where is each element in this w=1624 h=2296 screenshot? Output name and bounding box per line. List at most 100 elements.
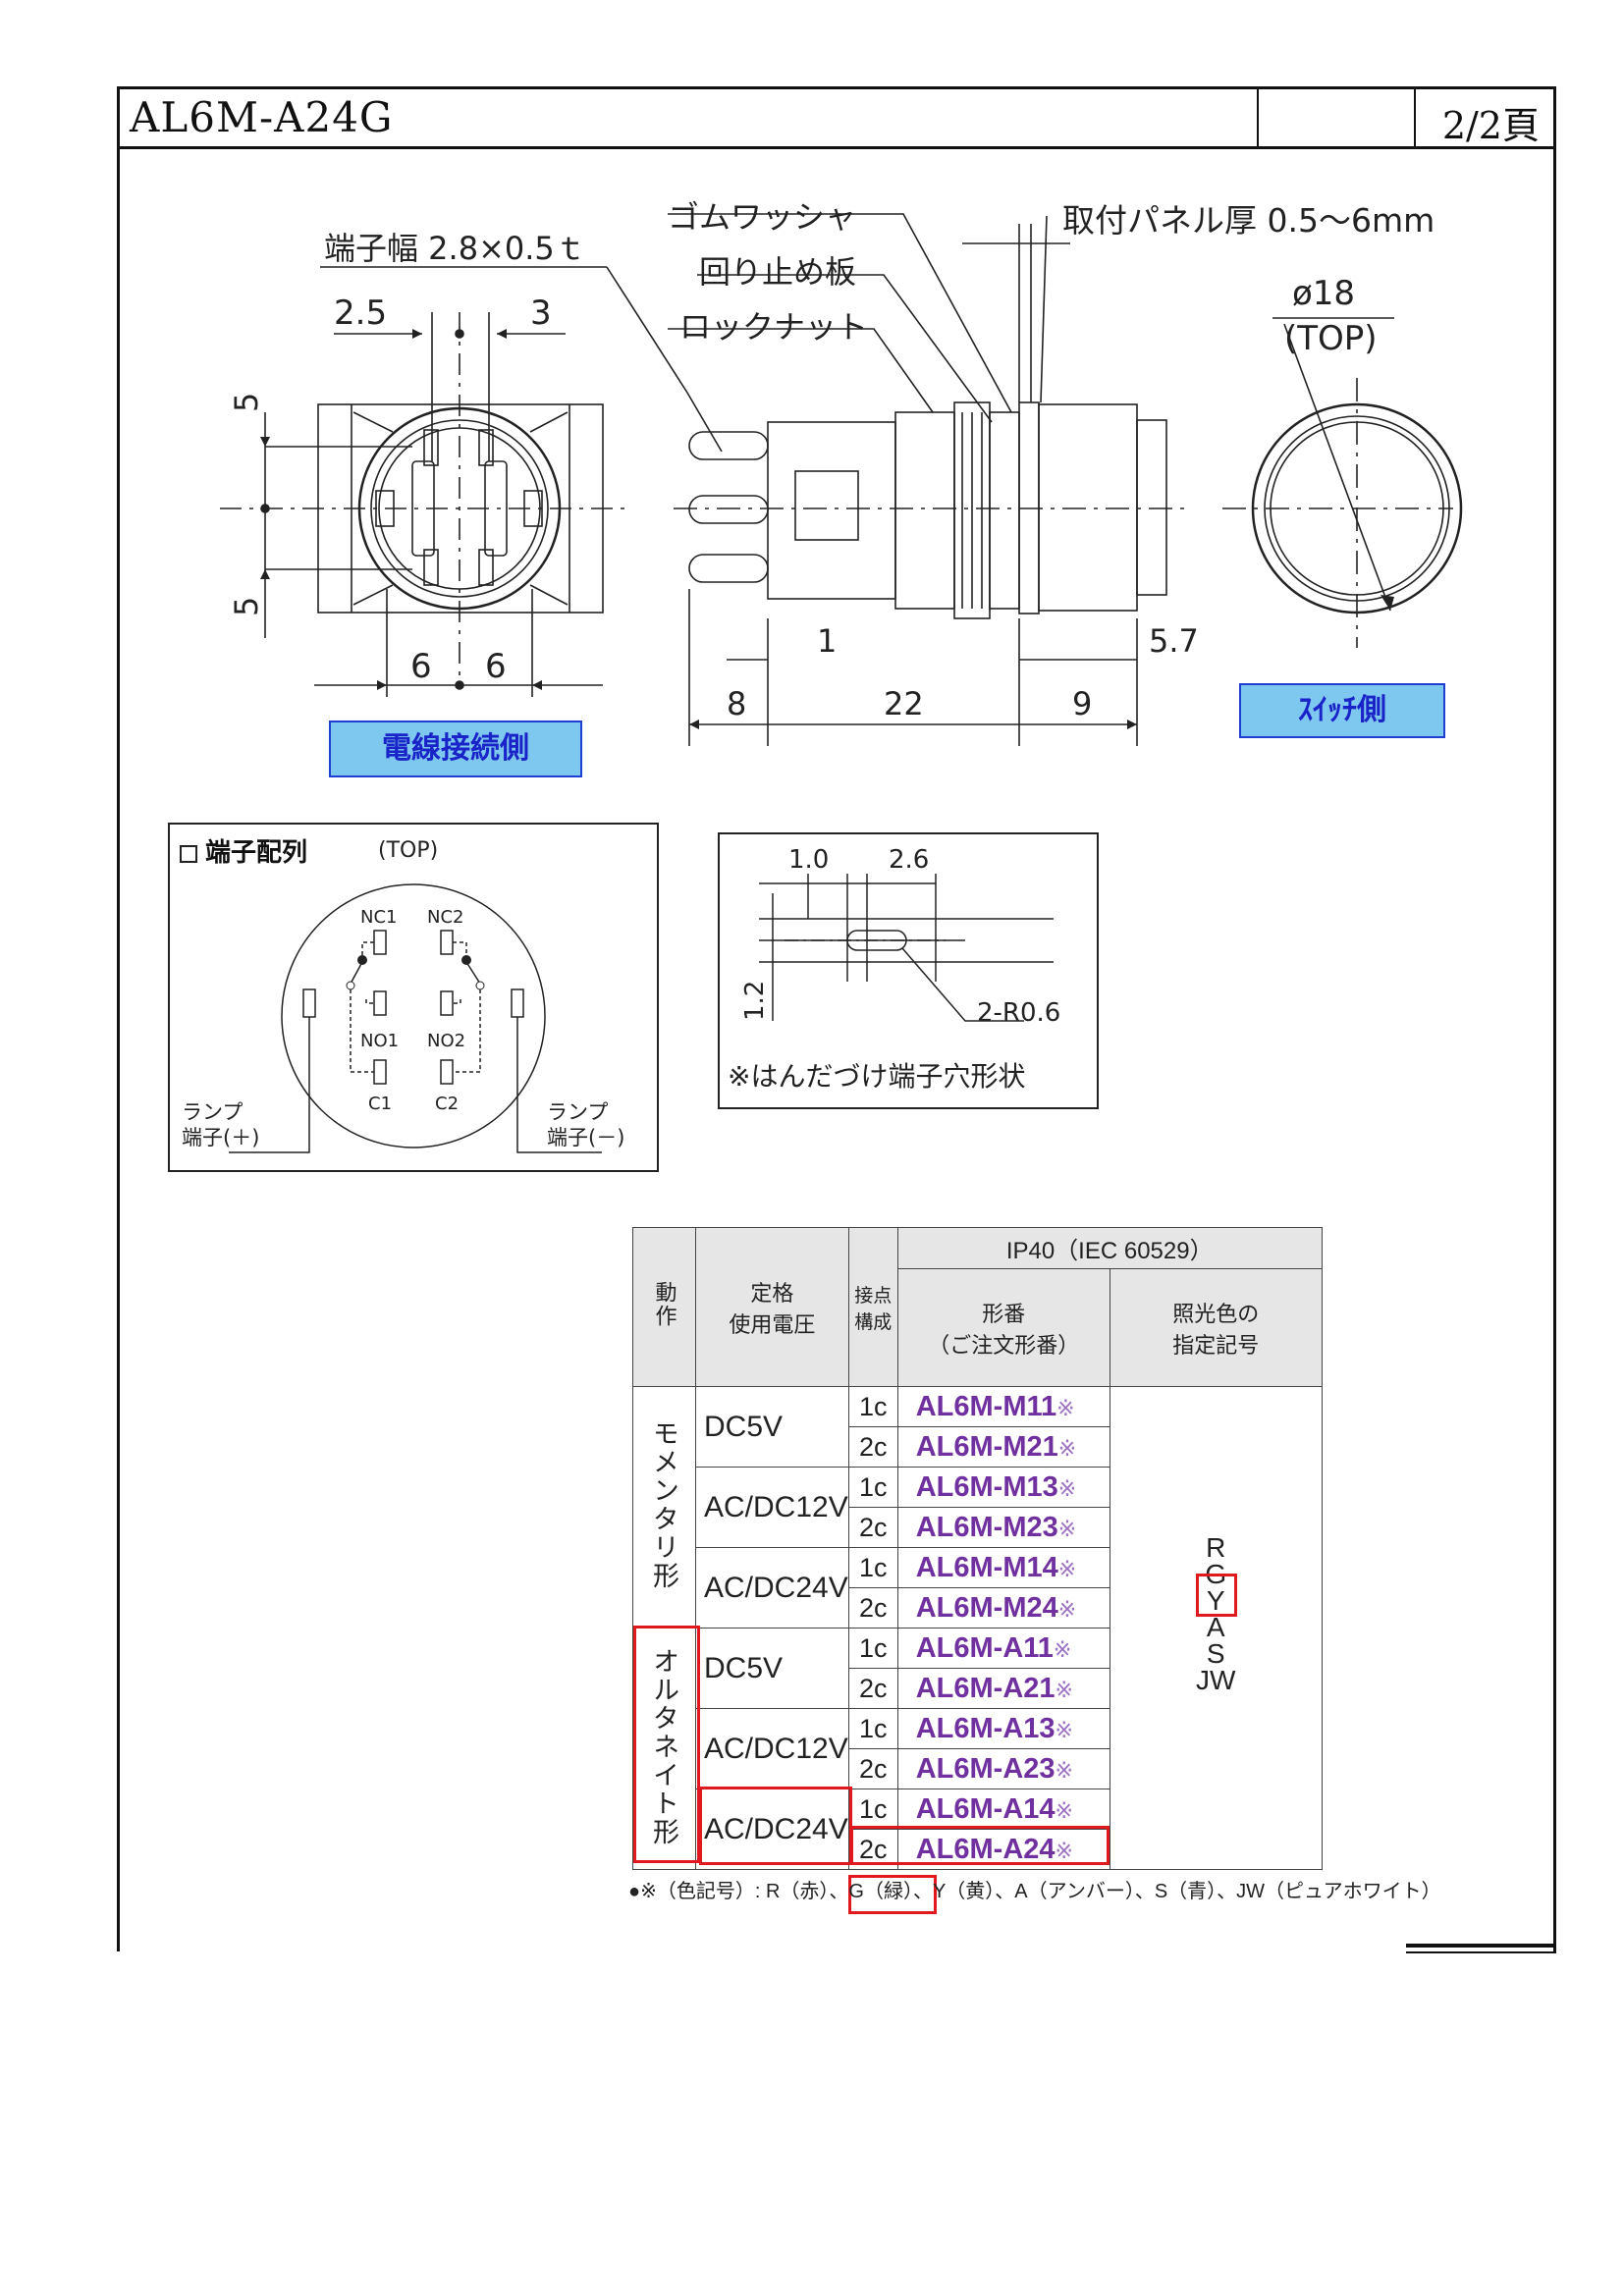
dim-8: 8 <box>727 685 746 722</box>
radius-label: 2-R0.6 <box>977 998 1060 1028</box>
no2-label: NO2 <box>427 1031 465 1051</box>
page-end-rule <box>1406 1944 1556 1948</box>
action-momentary: モメンタリ形 <box>632 1386 696 1629</box>
dim-2-6: 2.6 <box>889 845 929 875</box>
contact-cell: 1c <box>847 1547 898 1588</box>
model-cell: AL6M-M23※ <box>896 1507 1110 1548</box>
action-alternate: オルタネイト形 <box>632 1628 696 1870</box>
contact-cell: 2c <box>847 1748 898 1789</box>
model-mark: ※ <box>1057 1435 1077 1461</box>
switch-side-label: ｽｲｯﾁ側 <box>1239 683 1445 738</box>
terminal-layout-title-row: 端子配列 <box>180 832 307 869</box>
anti-rotation-label: 回り止め板 <box>699 253 856 291</box>
contact-cell: 1c <box>847 1628 898 1669</box>
model-cell: AL6M-A11※ <box>896 1628 1110 1669</box>
dim-1: 1 <box>817 622 837 660</box>
model-cell: AL6M-M13※ <box>896 1467 1110 1508</box>
spec-table-wrapper: 動作 定格使用電圧 接点構成 IP40（IEC 60529） 形番（ご注文形番）… <box>632 1227 1323 1870</box>
wire-side-label: 電線接続側 <box>329 721 582 777</box>
dim-5-top: 5 <box>228 393 265 412</box>
dim-2-5: 2.5 <box>334 294 387 333</box>
contact-cell: 1c <box>847 1467 898 1508</box>
contact-cell: 1c <box>847 1708 898 1749</box>
dim-9: 9 <box>1072 685 1092 722</box>
terminal-layout-title: 端子配列 <box>205 838 308 868</box>
terminal-width-label: 端子幅 2.8×0.5ｔ <box>324 230 586 267</box>
dim-6-left: 6 <box>410 647 432 686</box>
voltage-cell: AC/DC12V <box>695 1467 849 1548</box>
lock-nut-label: ロックナット <box>679 308 868 346</box>
model-cell: AL6M-M11※ <box>896 1386 1110 1427</box>
solder-hole-caption: ※はんだづけ端子穴形状 <box>728 1060 1025 1093</box>
contact-cell: 1c <box>847 1789 898 1830</box>
solder-hole-panel: 1.0 2.6 1.2 2-R0.6 ※はんだづけ端子穴形状 <box>718 832 1099 1109</box>
model-mark: ※ <box>1055 1677 1073 1702</box>
header-action: 動作 <box>632 1227 696 1387</box>
checkbox-square-icon <box>180 844 197 863</box>
page-header: AL6M-A24G 2/2頁 <box>117 86 1556 149</box>
model-cell: AL6M-A14※ <box>896 1789 1110 1830</box>
c1-label: C1 <box>368 1094 392 1114</box>
page-end-rule-thin <box>1406 1951 1556 1953</box>
dim-3: 3 <box>530 294 552 333</box>
highlight-voltage <box>699 1787 852 1865</box>
voltage-cell: AC/DC12V <box>695 1708 849 1789</box>
lamp-plus-line1: ランプ <box>182 1100 243 1124</box>
dim-6-right: 6 <box>485 647 507 686</box>
lamp-minus-line1: ランプ <box>547 1100 608 1124</box>
model-mark: ※ <box>1055 1797 1073 1823</box>
panel-thickness-label: 取付パネル厚 0.5～6mm <box>1062 201 1435 240</box>
terminal-layout-diagram: NC1 NC2 NO1 NO2 C1 C2 ランプ 端子(＋) ランプ 端子(－… <box>182 883 624 1153</box>
contact-cell: 2c <box>847 1507 898 1548</box>
color-code-item: R <box>1206 1532 1226 1563</box>
model-cell: AL6M-A23※ <box>896 1748 1110 1789</box>
color-code-item: A <box>1206 1612 1225 1642</box>
terminal-layout-panel: 端子配列 (TOP) NC1 NC2 <box>168 823 659 1172</box>
voltage-cell: DC5V <box>695 1386 849 1468</box>
model-mark: ※ <box>1057 1556 1077 1581</box>
dia-18: ø18 <box>1292 274 1355 313</box>
dim-5-bottom: 5 <box>228 597 265 616</box>
dim-5-7: 5.7 <box>1149 622 1199 660</box>
model-cell: AL6M-A13※ <box>896 1708 1110 1749</box>
nc1-label: NC1 <box>360 907 398 928</box>
lamp-minus-line2: 端子(－) <box>547 1126 624 1149</box>
c2-label: C2 <box>435 1094 459 1114</box>
top-label: (TOP) <box>1284 319 1378 358</box>
model-mark: ※ <box>1055 1757 1073 1783</box>
color-code-item: JW <box>1196 1665 1236 1695</box>
contact-cell: 1c <box>847 1386 898 1427</box>
highlight-alternate <box>633 1626 700 1863</box>
solder-hole-diagram: 1.0 2.6 1.2 2-R0.6 ※はんだづけ端子穴形状 <box>728 845 1060 1093</box>
model-mark: ※ <box>1053 1636 1072 1662</box>
lamp-plus-line2: 端子(＋) <box>182 1126 259 1149</box>
model-cell: AL6M-A21※ <box>896 1668 1110 1709</box>
terminal-layout-top: (TOP) <box>378 838 439 863</box>
model-mark: ※ <box>1056 1395 1075 1420</box>
voltage-cell: DC5V <box>695 1628 849 1709</box>
page-number: 2/2頁 <box>1441 104 1540 147</box>
dim-1-0: 1.0 <box>788 845 829 875</box>
header-voltage: 定格使用電圧 <box>695 1227 849 1387</box>
model-mark: ※ <box>1055 1838 1073 1863</box>
color-code-note: ●※（色記号）: R（赤）、G（緑）、Y（黄）、A（アンバー）、S（青）、JW（… <box>628 1881 1441 1902</box>
color-code-item: S <box>1206 1638 1225 1669</box>
model-cell: AL6M-M21※ <box>896 1426 1110 1468</box>
header-model: 形番（ご注文形番） <box>896 1268 1110 1387</box>
contact-cell: 2c <box>847 1668 898 1709</box>
model-mark: ※ <box>1057 1596 1077 1622</box>
voltage-cell: AC/DC24V <box>695 1789 849 1870</box>
header-ip: IP40（IEC 60529） <box>896 1227 1323 1269</box>
model-cell: AL6M-M24※ <box>896 1587 1110 1629</box>
model-title: AL6M-A24G <box>130 93 394 141</box>
header-contact: 接点構成 <box>847 1227 898 1387</box>
contact-cell: 2c <box>847 1587 898 1629</box>
highlight-color-g <box>1196 1574 1237 1617</box>
model-mark: ※ <box>1055 1717 1073 1742</box>
dim-1-2: 1.2 <box>740 981 770 1021</box>
dim-22: 22 <box>884 685 924 722</box>
